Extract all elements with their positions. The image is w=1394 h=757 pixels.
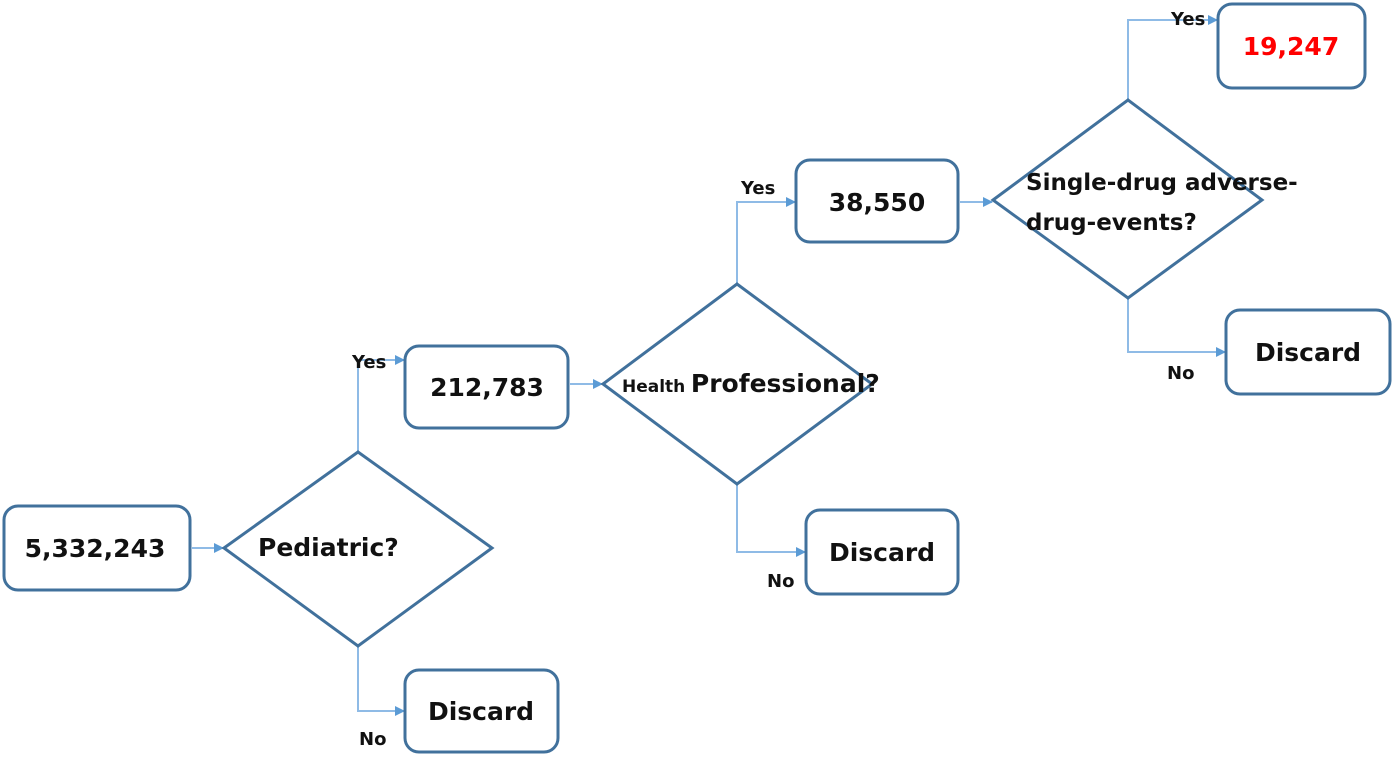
no-label-1: No bbox=[359, 729, 386, 750]
connector-single-yes bbox=[1127, 15, 1218, 100]
yes-label-3: Yes bbox=[1170, 9, 1205, 30]
connector-health-yes bbox=[736, 197, 796, 284]
health-professional-decision bbox=[600, 282, 875, 486]
yes-label-1: Yes bbox=[351, 352, 386, 373]
health-professional-question: Health Professional? bbox=[622, 369, 880, 398]
yes-label-2: Yes bbox=[740, 178, 775, 199]
health-professional-count: 38,550 bbox=[829, 188, 925, 217]
discard-label-2: Discard bbox=[829, 538, 935, 567]
health-word: Health bbox=[622, 377, 685, 397]
discard-label-1: Discard bbox=[428, 697, 534, 726]
no-label-3: No bbox=[1167, 363, 1194, 384]
start-count: 5,332,243 bbox=[25, 534, 166, 563]
pediatric-count: 212,783 bbox=[430, 373, 544, 402]
single-drug-question-line1: Single-drug adverse- bbox=[1026, 170, 1298, 196]
single-drug-question-line2: drug-events? bbox=[1026, 210, 1197, 236]
connector-health-no bbox=[736, 484, 806, 557]
single-drug-decision bbox=[990, 98, 1265, 300]
start-count-box bbox=[2, 504, 192, 592]
no-label-2: No bbox=[767, 571, 794, 592]
pediatric-count-box bbox=[403, 344, 570, 430]
discard-box-3 bbox=[1224, 308, 1392, 396]
connector-pediatric-no bbox=[357, 646, 405, 716]
final-count: 19,247 bbox=[1243, 32, 1339, 61]
connector-single-no bbox=[1127, 298, 1226, 357]
professional-word: Professional? bbox=[691, 369, 880, 398]
connector-pediatric-yes bbox=[357, 355, 405, 452]
discard-label-3: Discard bbox=[1255, 338, 1361, 367]
discard-box-2 bbox=[804, 508, 960, 596]
final-count-box bbox=[1216, 2, 1367, 90]
pediatric-question: Pediatric? bbox=[258, 533, 399, 562]
pediatric-decision bbox=[221, 450, 495, 648]
discard-box-1 bbox=[403, 668, 560, 754]
health-professional-count-box bbox=[794, 158, 960, 244]
